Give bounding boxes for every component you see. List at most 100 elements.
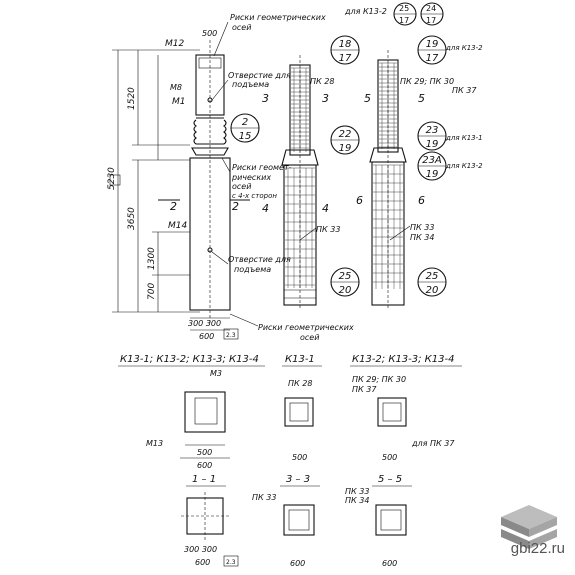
dim-600: 600 bbox=[199, 332, 214, 341]
cage-1-hatch bbox=[285, 67, 315, 288]
circle-bottom-number: 19 bbox=[339, 143, 352, 154]
sec11-dim-300: 300 300 bbox=[184, 545, 217, 554]
note-risk-mid4: с 4-х сторон bbox=[232, 192, 277, 200]
note-otv-top: Отверстие для bbox=[228, 71, 291, 80]
note-risk-bot2: осей bbox=[300, 333, 319, 342]
sec55-dim-600: 600 bbox=[382, 559, 397, 568]
dim-300-300: 300 300 bbox=[188, 319, 221, 328]
circle-bottom-number: 19 bbox=[426, 169, 439, 180]
for-k13-a: для К13-2 bbox=[445, 44, 483, 52]
note-otv-top2: подъема bbox=[232, 80, 269, 89]
sect-6b: 6 bbox=[418, 194, 425, 207]
section-mark-2: 2 bbox=[170, 200, 177, 213]
circle-bottom-number: 20 bbox=[339, 285, 352, 296]
note-risk-top: Риски геометрических bbox=[230, 13, 326, 22]
site-name: gbi22.ru bbox=[510, 540, 565, 557]
column-elevation: 5230 1520 3650 1300 700 300 300 600 2.3 … bbox=[107, 13, 354, 342]
circle-top-number: 22 bbox=[339, 129, 352, 140]
plan-dim-800: 600 bbox=[197, 461, 212, 470]
dim-700: 700 bbox=[147, 283, 157, 300]
sec33-dim-600: 600 bbox=[290, 559, 305, 568]
mark-m12: М12 bbox=[165, 39, 184, 49]
section-mark-2b: 2 bbox=[232, 200, 239, 213]
header-circle-1-bot: 17 bbox=[399, 16, 409, 25]
circle-top-number: 23А bbox=[422, 155, 442, 166]
note-risk-mid2: рических bbox=[231, 173, 271, 182]
header-k13-1: К13-1 bbox=[285, 354, 315, 365]
position-circle: 215 bbox=[230, 113, 260, 143]
dim-1520: 1520 bbox=[127, 87, 137, 110]
section-1-1: 1 – 1 300 300 600 2.3 bbox=[181, 474, 239, 567]
mark-m1: М1 bbox=[172, 97, 186, 107]
pk34-label: ПК 34 bbox=[410, 233, 434, 242]
note-otv-mid: Отверстие для bbox=[228, 255, 291, 264]
circle-top-number: 25 bbox=[426, 271, 439, 282]
circle-top-number: 19 bbox=[426, 39, 439, 50]
circle-bottom-number: 17 bbox=[426, 53, 439, 64]
site-logo-icon bbox=[501, 505, 557, 549]
header-k13-all: К13-1; К13-2; К13-3; К13-4 bbox=[120, 354, 259, 365]
for-k13-b: для К13-1 bbox=[445, 134, 483, 142]
sec55-pk33: ПК 33 bbox=[345, 487, 369, 496]
pk33b-label: ПК 33 bbox=[410, 223, 434, 232]
sheet-ref-1: 2.3 bbox=[226, 332, 236, 339]
plan-k13-234: ПК 29; ПК 30 ПК 37 для ПК 37 500 bbox=[352, 375, 455, 462]
header-fragment: для К13-2 25 17 24 17 bbox=[344, 2, 444, 26]
cage-2-hatch bbox=[373, 62, 403, 289]
pk28-label: ПК 28 bbox=[310, 77, 334, 86]
sec55-pk34: ПК 34 bbox=[345, 496, 369, 505]
plan-pk28: ПК 28 bbox=[288, 379, 312, 388]
sect-5a: 5 bbox=[364, 92, 371, 105]
pk29-label: ПК 29; ПК 30 bbox=[400, 77, 454, 86]
header-k13-234: К13-2; К13-3; К13-4 bbox=[352, 354, 454, 365]
for-k13-c: для К13-2 bbox=[445, 162, 483, 170]
plan3-pk37: ПК 37 bbox=[352, 385, 377, 394]
circle-bottom-number: 20 bbox=[426, 285, 439, 296]
sect-3a: 3 bbox=[262, 92, 269, 105]
section-5-5: 5 – 5 ПК 33 ПК 34 600 bbox=[345, 474, 412, 568]
mark-m13: М13 bbox=[146, 439, 163, 448]
section-headers: К13-1; К13-2; К13-3; К13-4 К13-1 К13-2; … bbox=[118, 354, 462, 367]
sec-55-title: 5 – 5 bbox=[378, 474, 402, 485]
sheet-ref-2: 2.3 bbox=[226, 559, 236, 566]
circle-top-number: 2 bbox=[242, 117, 248, 128]
mark-m8: М8 bbox=[170, 83, 182, 92]
sec33-pk33: ПК 33 bbox=[252, 493, 276, 502]
cage-elevation-2: 5 5 6 6 ПК 29; ПК 30 ПК 37 ПК 33 ПК 34 д… bbox=[356, 44, 483, 310]
sec-11-title: 1 – 1 bbox=[192, 474, 216, 485]
sec-33-title: 3 – 3 bbox=[286, 474, 310, 485]
circle-bottom-number: 19 bbox=[426, 139, 439, 150]
pk33-label: ПК 33 bbox=[316, 225, 340, 234]
plan-k13-all: М3 М13 500 600 bbox=[146, 369, 230, 470]
sect-3b: 3 bbox=[322, 92, 329, 105]
circle-top-number: 23 bbox=[426, 125, 439, 136]
pk37-label: ПК 37 bbox=[452, 86, 477, 95]
sect-4a: 4 bbox=[262, 202, 269, 215]
plan3-for-pk37: для ПК 37 bbox=[411, 439, 455, 448]
header-circle-2-top: 24 bbox=[426, 4, 436, 13]
plan-k13-1: ПК 28 500 bbox=[284, 379, 314, 462]
mark-m14: М14 bbox=[168, 221, 187, 231]
circle-bottom-number: 17 bbox=[339, 53, 352, 64]
sect-4b: 4 bbox=[322, 202, 329, 215]
sect-5b: 5 bbox=[418, 92, 425, 105]
note-risk-mid: Риски геомет- bbox=[232, 163, 292, 172]
header-circle-2-bot: 17 bbox=[426, 16, 436, 25]
dim-3650: 3650 bbox=[127, 207, 137, 230]
section-3-3: 3 – 3 ПК 33 600 bbox=[252, 474, 320, 568]
header-circle-1-top: 25 bbox=[399, 4, 409, 13]
plan2-dim-500: 500 bbox=[292, 453, 307, 462]
note-risk-bot: Риски геометрических bbox=[258, 323, 354, 332]
mark-m3: М3 bbox=[210, 369, 222, 378]
note-risk-top2: осей bbox=[232, 23, 251, 32]
circle-bottom-number: 15 bbox=[239, 131, 252, 142]
header-note: для К13-2 bbox=[344, 7, 387, 16]
circle-top-number: 25 bbox=[339, 271, 352, 282]
